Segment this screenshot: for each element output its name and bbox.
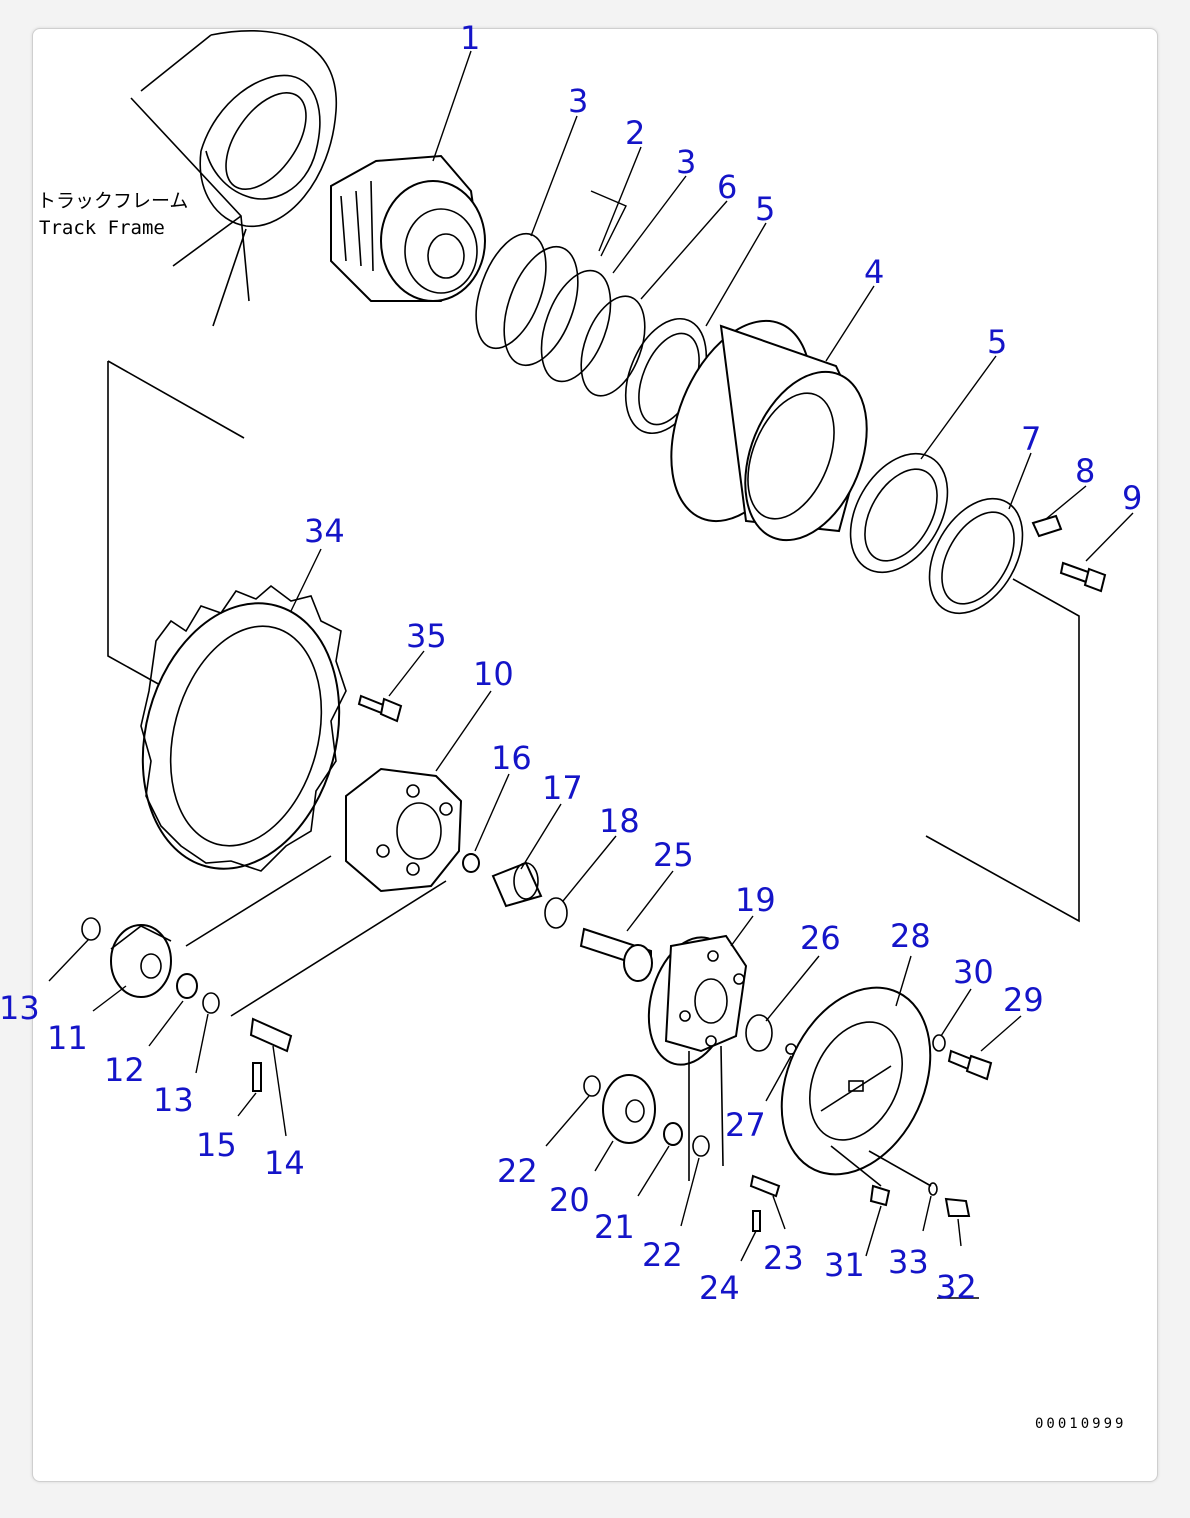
part-label-28: 28	[890, 917, 931, 955]
thrust-washer-22a	[583, 1075, 601, 1097]
plug-31	[830, 1145, 891, 1207]
bolt-35	[357, 694, 403, 723]
part-label-10: 10	[473, 655, 514, 693]
part-label-9: 9	[1122, 479, 1142, 517]
bearing-17	[491, 861, 543, 908]
part-label-22a: 22	[497, 1152, 538, 1190]
plug-32	[868, 1150, 971, 1217]
track-frame-label-jp: トラックフレーム	[37, 190, 188, 212]
floating-seals	[475, 232, 646, 397]
part-label-32: 32	[936, 1268, 977, 1306]
part-label-2: 2	[625, 114, 645, 152]
bearing-lower	[849, 452, 949, 574]
track-frame-label-en: Track Frame	[39, 217, 165, 239]
part-label-16: 16	[491, 739, 532, 777]
pin-24	[752, 1210, 761, 1232]
needle-bearing-12	[176, 973, 198, 999]
thrust-washer-13a	[81, 917, 101, 941]
part-label-13b: 13	[153, 1081, 194, 1119]
shaft-23	[749, 1174, 781, 1198]
retainer-ring	[928, 497, 1024, 615]
exploded-parts-diagram: トラックフレーム Track Frame 1 2 3 3 4 5 5 6 7 8…	[0, 19, 1142, 1432]
part-label-33: 33	[888, 1243, 929, 1281]
hub-housing	[670, 319, 868, 542]
thrust-washer-22b	[692, 1135, 710, 1157]
thrust-washer-18	[544, 897, 568, 929]
washer-8	[1031, 514, 1063, 538]
bolt-29	[947, 1049, 993, 1081]
part-label-12: 12	[104, 1051, 145, 1089]
bolt-9	[1059, 561, 1107, 593]
part-labels: 1 2 3 3 4 5 5 6 7 8 9 10 11 12 13 13 14 …	[0, 19, 1142, 1307]
pin-15	[252, 1062, 262, 1092]
part-label-11: 11	[47, 1019, 88, 1057]
part-label-19: 19	[735, 881, 776, 919]
part-label-35: 35	[406, 617, 447, 655]
part-label-25: 25	[653, 836, 694, 874]
needle-bearing-21	[663, 1122, 683, 1146]
nut-16	[462, 853, 480, 873]
planet-carrier-19	[647, 934, 748, 1181]
drawing-code: 00010999	[1035, 1416, 1126, 1432]
part-label-29: 29	[1003, 981, 1044, 1019]
planet-gear-20	[602, 1074, 656, 1144]
shaft-25	[579, 927, 653, 982]
part-label-17: 17	[542, 769, 583, 807]
part-label-34: 34	[304, 512, 345, 550]
part-label-5b: 5	[987, 323, 1007, 361]
part-label-31: 31	[824, 1246, 865, 1284]
part-label-8: 8	[1075, 452, 1095, 490]
part-label-7: 7	[1021, 420, 1041, 458]
part-label-23: 23	[763, 1239, 804, 1277]
snap-ring-26	[745, 1014, 773, 1052]
washer-30	[932, 1034, 946, 1052]
part-label-5a: 5	[755, 190, 775, 228]
part-label-20: 20	[549, 1181, 590, 1219]
part-label-27: 27	[725, 1106, 766, 1144]
sprocket	[140, 584, 347, 872]
planet-carrier-10	[185, 767, 463, 1017]
part-label-26: 26	[800, 919, 841, 957]
part-label-1: 1	[460, 19, 480, 57]
track-frame	[130, 30, 337, 327]
part-label-3b: 3	[676, 143, 696, 181]
part-label-15: 15	[196, 1126, 237, 1164]
part-label-13a: 13	[0, 989, 40, 1027]
part-label-30: 30	[953, 953, 994, 991]
diagram-frame: トラックフレーム Track Frame 1 2 3 3 4 5 5 6 7 8…	[0, 19, 1158, 1482]
part-label-24: 24	[699, 1269, 740, 1307]
part-label-18: 18	[599, 802, 640, 840]
part-label-22b: 22	[642, 1236, 683, 1274]
final-drive-motor	[330, 154, 486, 302]
o-ring-33	[928, 1182, 938, 1196]
shaft-14	[249, 1017, 293, 1053]
cover-28	[780, 986, 932, 1176]
thrust-washer-13b	[202, 992, 220, 1014]
part-label-3a: 3	[568, 82, 588, 120]
planet-gear-11	[110, 924, 172, 998]
part-label-4: 4	[864, 253, 884, 291]
part-label-21: 21	[594, 1208, 635, 1246]
leader-lines	[48, 50, 1134, 1299]
part-label-6: 6	[717, 168, 737, 206]
part-label-14: 14	[264, 1144, 305, 1182]
